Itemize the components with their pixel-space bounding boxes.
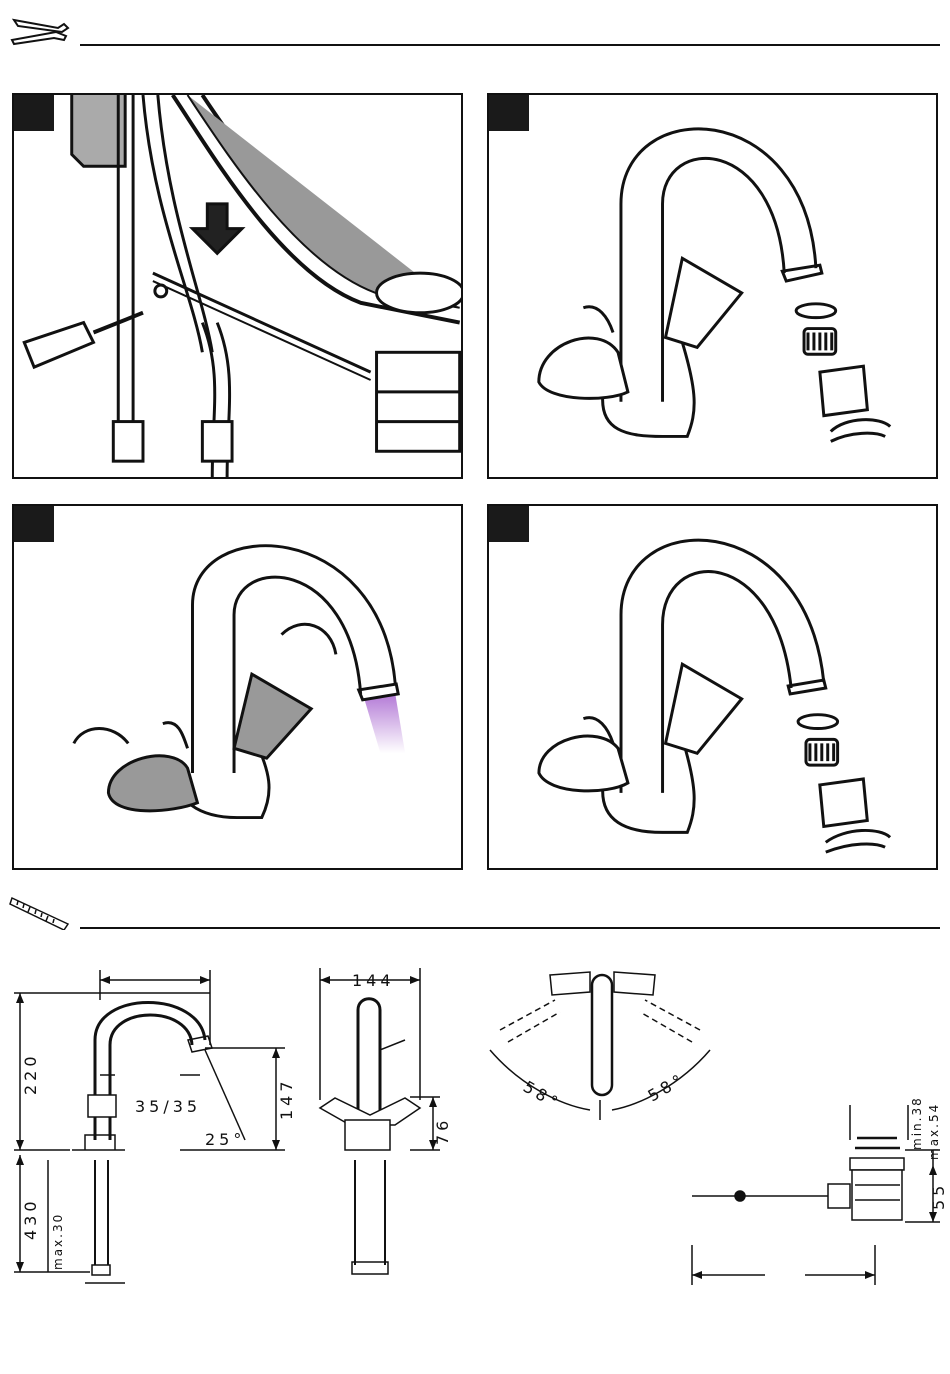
dim-55: 55 xyxy=(929,1182,948,1210)
dim-76: 76 xyxy=(433,1117,452,1145)
step-1-panel xyxy=(12,93,463,479)
flush-open-handles-illustration xyxy=(14,506,461,868)
aerator-reinstall-illustration xyxy=(489,506,936,868)
dim-220: 220 xyxy=(21,1052,40,1095)
dim-147: 147 xyxy=(277,1077,296,1120)
dim-max54: max.54 xyxy=(927,1103,941,1160)
dimension-drawings: 220 430 max.30 35/35 147 25° 144 76 58° … xyxy=(0,900,950,1374)
tools-section-rule xyxy=(80,44,940,46)
dim-25deg: 25° xyxy=(205,1130,245,1149)
dim-58-right: 58° xyxy=(645,1069,689,1106)
dim-min38: min.38 xyxy=(910,1096,924,1150)
dim-430: 430 xyxy=(21,1197,40,1240)
step-4-panel xyxy=(487,504,938,870)
step-3-panel xyxy=(12,504,463,870)
waste-rod-installation-illustration xyxy=(14,95,461,477)
dim-35-35: 35/35 xyxy=(135,1097,201,1116)
aerator-removal-illustration xyxy=(489,95,936,477)
dim-max30: max.30 xyxy=(51,1213,65,1270)
dim-58-left: 58° xyxy=(520,1077,564,1114)
step-2-panel xyxy=(487,93,938,479)
dim-144: 144 xyxy=(352,971,395,990)
wrench-screwdriver-icon xyxy=(8,10,72,50)
